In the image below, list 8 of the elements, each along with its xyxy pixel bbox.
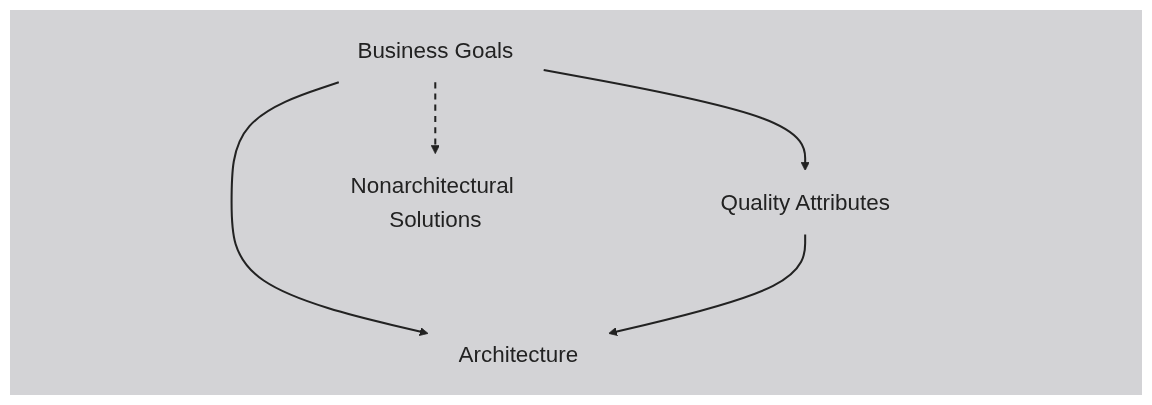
arrow [608,234,807,336]
arrow [230,81,429,336]
arrow [543,69,810,171]
node-text: Nonarchitectural Solutions [350,172,514,233]
node-text: Architecture [458,342,579,368]
arrow [430,82,440,154]
node-text: Business Goals [357,37,514,63]
node-text: Quality Attributes [720,189,890,216]
